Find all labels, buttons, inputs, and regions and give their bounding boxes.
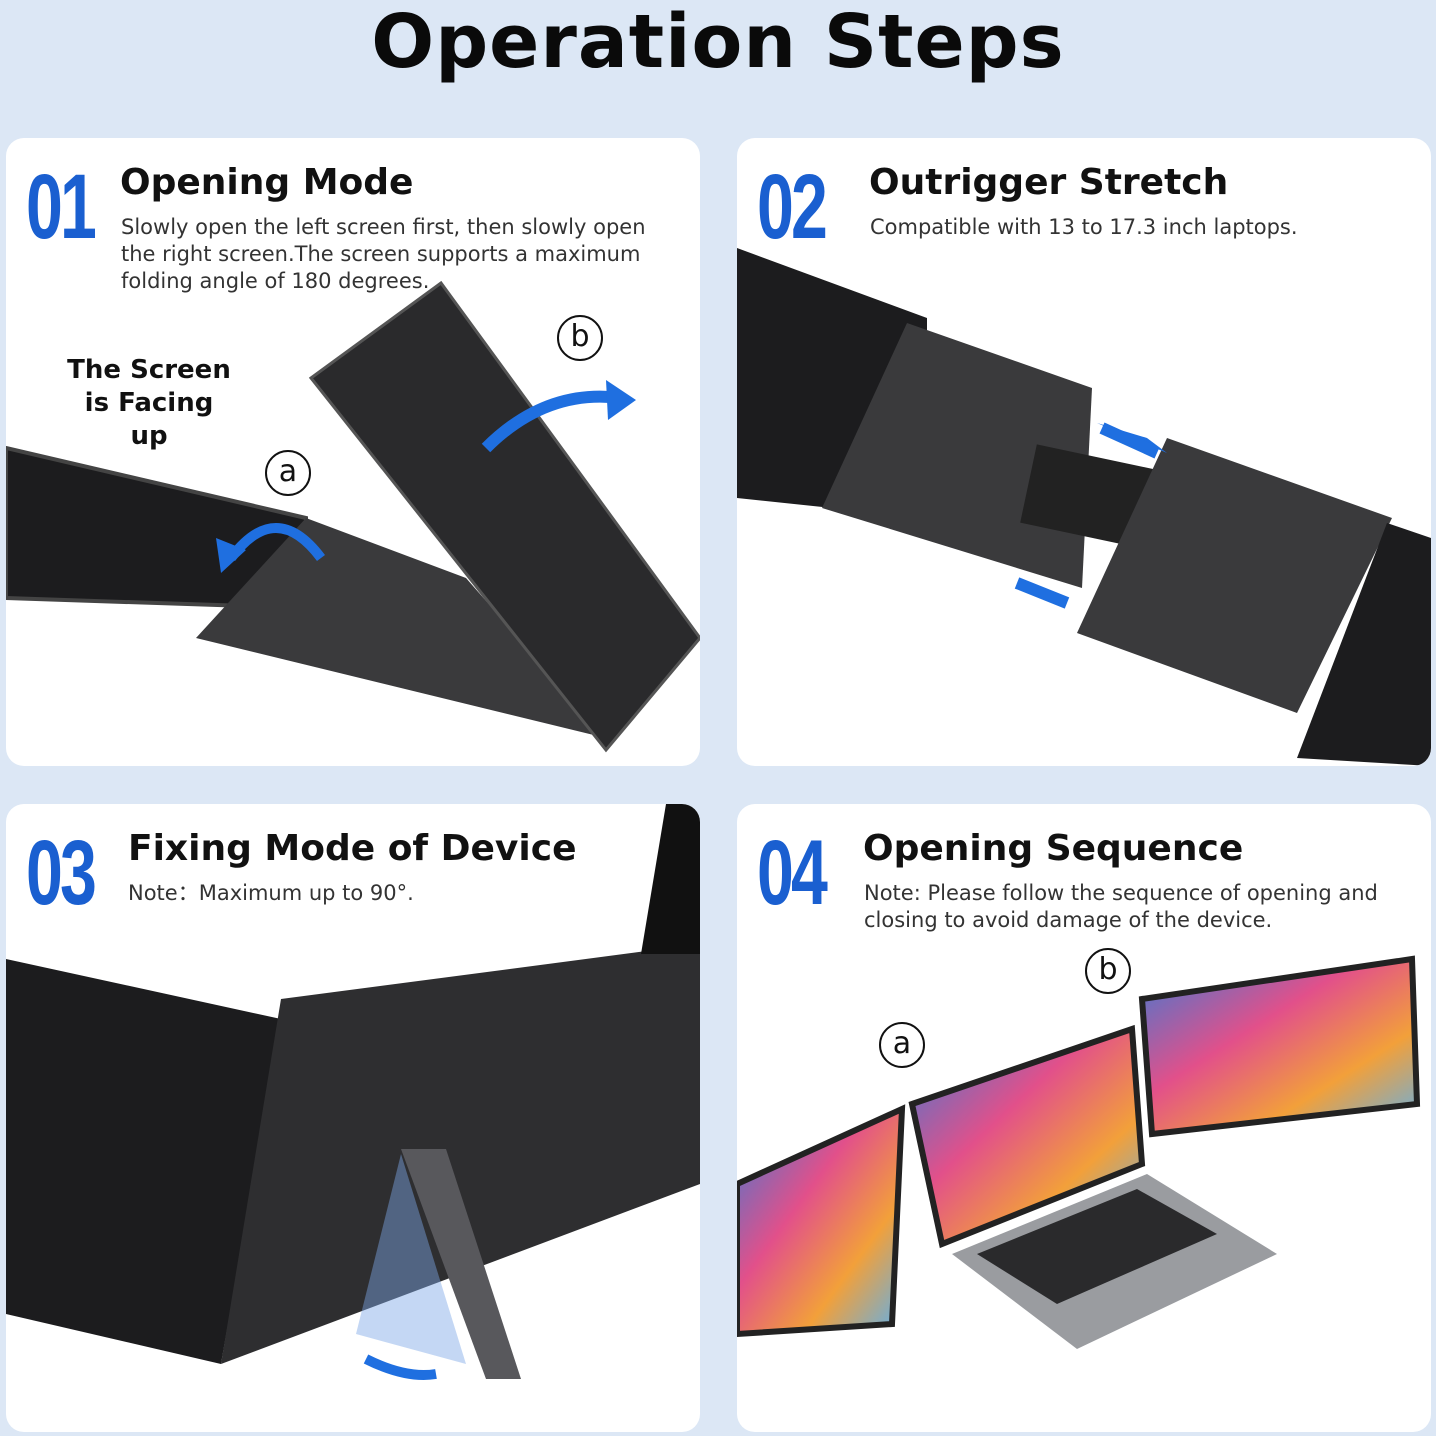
page-title: Operation Steps [371, 0, 1065, 85]
step-panel-outrigger-stretch: 02 Outrigger Stretch Compatible with 13 … [737, 138, 1431, 766]
step-number: 03 [26, 822, 97, 924]
device-opening-illustration [6, 280, 700, 753]
opening-sequence-illustration [737, 955, 1421, 1349]
step-number: 01 [26, 156, 97, 258]
step-title: Opening Sequence [863, 828, 1244, 869]
screen-facing-label: The Screen is Facing up [67, 355, 231, 451]
step-title: Opening Mode [120, 162, 414, 203]
outrigger-illustration [737, 248, 1431, 766]
step-title: Outrigger Stretch [869, 162, 1229, 203]
marker-a: a [265, 450, 311, 496]
step-title: Fixing Mode of Device [128, 828, 577, 869]
marker-a: a [879, 1022, 925, 1068]
step-number: 04 [757, 822, 828, 924]
step-panel-opening-mode: 01 Opening Mode Slowly open the left scr… [6, 138, 700, 766]
step-number: 02 [757, 156, 828, 258]
step-panel-opening-sequence: 04 Opening Sequence Note: Please follow … [737, 804, 1431, 1432]
step-description: Note: Please follow the sequence of open… [864, 881, 1378, 932]
step-description: Compatible with 13 to 17.3 inch laptops. [870, 215, 1298, 239]
marker-b: b [1085, 948, 1131, 994]
step-description: Note：Maximum up to 90°. [128, 881, 414, 905]
fixing-mode-illustration [6, 804, 700, 1380]
marker-b: b [557, 315, 603, 361]
step-description: Slowly open the left screen first, then … [121, 215, 646, 293]
step-panel-fixing-mode: 03 Fixing Mode of Device Note：Maximum up… [6, 804, 700, 1432]
